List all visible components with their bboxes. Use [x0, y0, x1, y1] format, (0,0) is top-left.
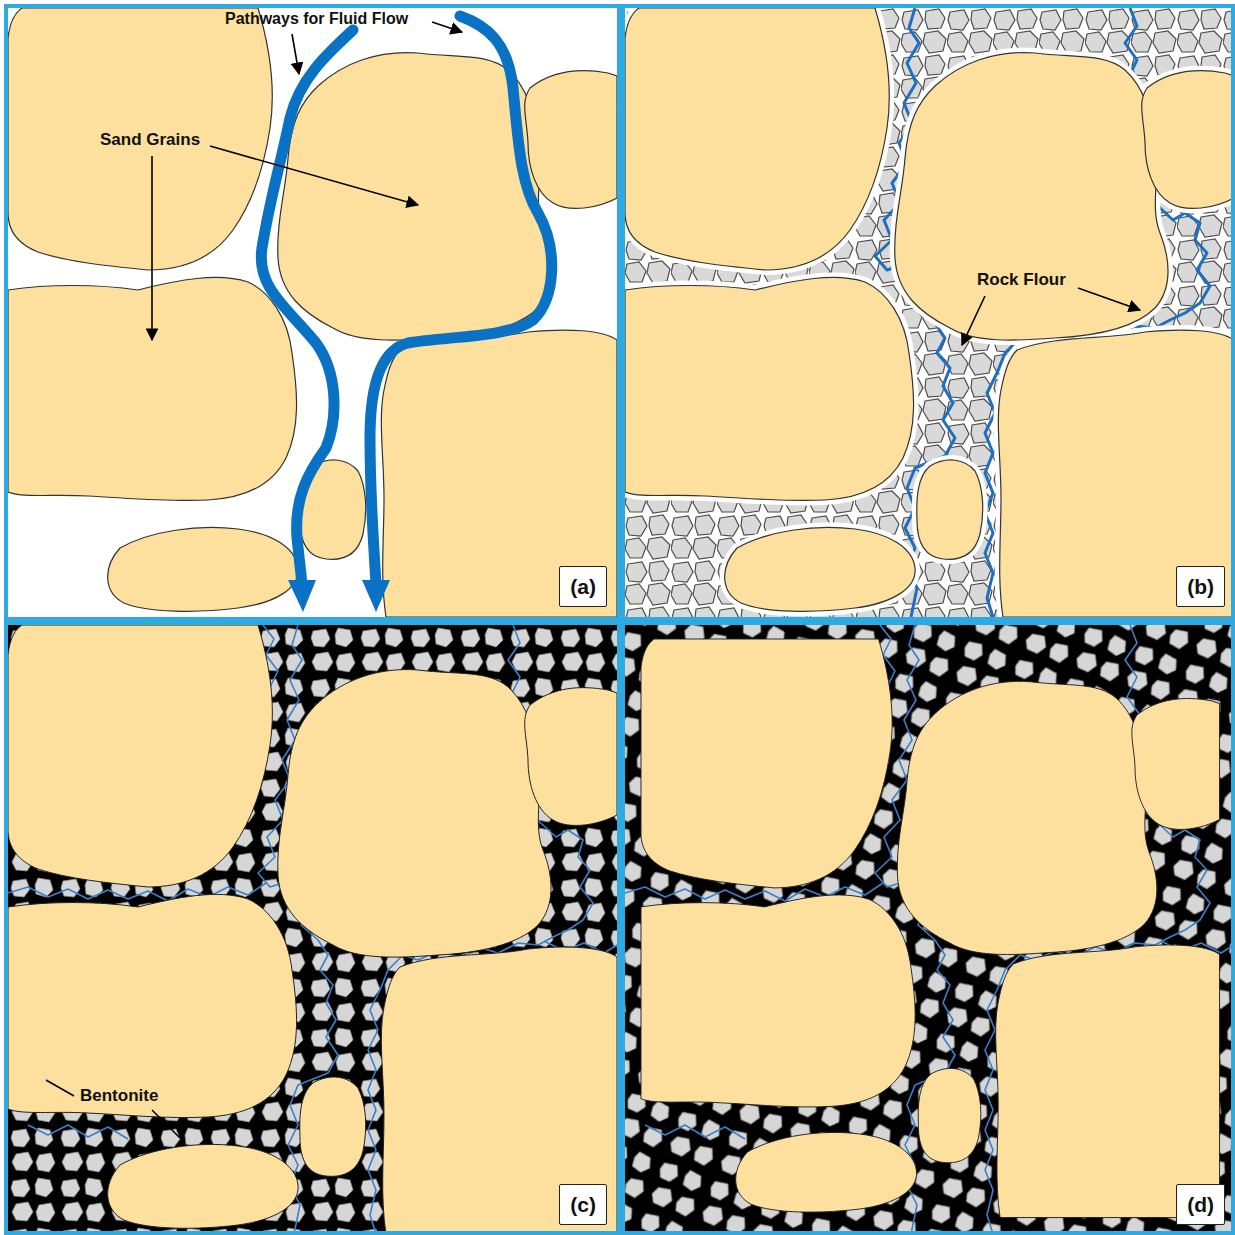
panel-label-box: (c) [559, 1184, 607, 1225]
panel-a [8, 8, 617, 617]
leader-line [46, 22, 1140, 1138]
panel-b [625, 8, 1234, 617]
panel-label: (d) [1187, 1193, 1214, 1216]
panel-frame [6, 6, 1233, 1233]
panel-label-box: (b) [1176, 566, 1225, 607]
panel-c [8, 625, 617, 1234]
panel-label: (b) [1187, 575, 1214, 598]
panel-label-box: (a) [559, 566, 607, 607]
callout-label: Rock Flour [977, 270, 1066, 290]
callout-label: Pathways for Fluid Flow [225, 10, 408, 28]
flow-pathway [261, 16, 551, 584]
panel-label-box: (d) [1176, 1184, 1225, 1225]
panel-d [625, 625, 1234, 1234]
panel-label: (a) [570, 575, 596, 598]
flow-arrowhead [362, 580, 390, 612]
flow-arrowhead [288, 580, 316, 612]
panel-label: (c) [570, 1193, 596, 1216]
callout-label: Bentonite [80, 1086, 158, 1106]
callout-label: Sand Grains [100, 130, 200, 150]
